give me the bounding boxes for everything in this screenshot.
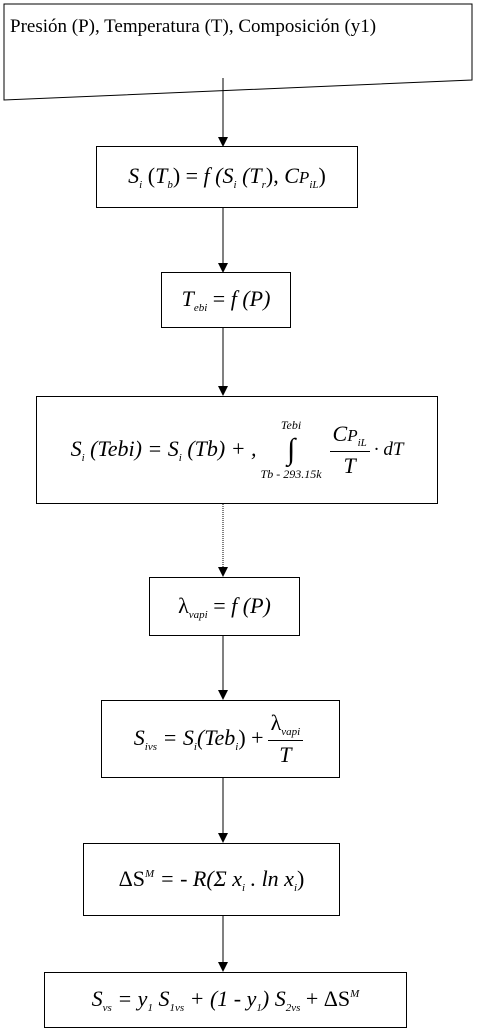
entropy-at-boiling-box: Si (Tb) = f (Si (Tr), CPiL) <box>96 146 358 208</box>
box5-fraction: λvapi T <box>267 709 304 767</box>
box3-den: T <box>343 452 356 478</box>
box5-num-lambda: λ <box>270 709 282 735</box>
integral-symbol: ∫ <box>286 433 296 466</box>
box7-sub-1: 1 <box>147 1002 153 1014</box>
box3-lhs2: (Tebi) = S <box>84 436 179 461</box>
box5-S: S <box>133 725 145 750</box>
boiling-temperature-box: Tebi = f (P) <box>161 272 291 328</box>
box7-equation: Svs = y1 S1vs + (1 - y1) S2vs + ΔSM <box>92 986 360 1014</box>
box6-sub-i2: i <box>293 881 298 894</box>
input-label: Presión (P), Temperatura (T), Composició… <box>10 16 377 37</box>
box5-mid3: ) + <box>238 725 264 750</box>
box1-sub-b: b <box>167 179 173 191</box>
integral-sign: Tebi ∫ Tb - 293.15k <box>261 418 322 482</box>
box4-sub: vapi <box>188 608 208 621</box>
box1-lp1: ( <box>142 163 156 188</box>
box2-equation: Tebi = f (P) <box>182 286 271 314</box>
box7-sub-1b: 1 <box>256 1002 262 1014</box>
box3-fraction: CPiL T <box>329 420 370 478</box>
box3-lhs3: (Tb) + , <box>181 436 257 461</box>
box1-sub-i: i <box>139 179 143 191</box>
box7-sub-2vs: 2vs <box>285 1002 301 1014</box>
box7-s2: ) S <box>261 986 286 1011</box>
entropy-integral-box: Si (Tebi) = Si (Tb) + , Tebi ∫ Tb - 293.… <box>36 396 438 504</box>
box7-s1: S <box>152 986 170 1011</box>
mixing-entropy-box: ΔSM = - R(Σ xi . ln xi) <box>83 843 340 916</box>
box6-end: ) <box>297 865 305 891</box>
box5-sub: ivs <box>144 741 158 753</box>
box1-rp2: ), <box>265 163 285 188</box>
box3-num-sub: iL <box>357 436 367 449</box>
box5-sub-i: i <box>193 741 197 753</box>
box5-sub-i2: i <box>235 741 239 753</box>
box1-rp1: ) = <box>172 163 204 188</box>
total-entropy-box: Svs = y1 S1vs + (1 - y1) S2vs + ΔSM <box>44 972 407 1028</box>
box6-sup: M <box>145 867 155 880</box>
box2-eq: = <box>207 286 231 311</box>
box3-sub-i: i <box>81 452 85 464</box>
box5-equation: Sivs = Si(Tebi) + λvapi T <box>133 709 307 767</box>
box2-T: T <box>181 286 194 311</box>
box7-sub-1vs: 1vs <box>169 1002 185 1014</box>
box6-sub-i: i <box>242 881 246 894</box>
box4-lambda: λ <box>178 592 189 618</box>
box1-mid: (S <box>209 163 234 188</box>
box7-S: S <box>91 986 103 1011</box>
box7-sup: M <box>350 988 360 1000</box>
input-shape <box>3 3 473 101</box>
box3-num-P: P <box>347 425 358 445</box>
box4-rest: (P) <box>237 592 271 618</box>
box7-sub-vs: vs <box>102 1002 112 1014</box>
box3-sub-i2: i <box>178 452 182 464</box>
vapor-entropy-box: Sivs = Si(Tebi) + λvapi T <box>101 700 340 778</box>
box3-num-C: C <box>332 420 348 446</box>
box1-S: S <box>128 163 140 188</box>
box1-rp3: ) <box>318 163 326 188</box>
box5-mid2: (Teb <box>196 725 236 750</box>
box2-rest: (P) <box>236 286 271 311</box>
box6-mid: = - R(Σ x <box>154 865 242 891</box>
box1-C: C <box>284 163 299 188</box>
box7-plus2: + ΔS <box>300 986 351 1011</box>
box6-mid2: . ln x <box>245 865 294 891</box>
box5-den: T <box>279 741 292 767</box>
box3-equation: Si (Tebi) = Si (Tb) + , Tebi ∫ Tb - 293.… <box>71 418 404 482</box>
box1-lp2: (T <box>236 163 262 188</box>
box2-sub: ebi <box>193 302 208 314</box>
box5-mid: = S <box>157 725 194 750</box>
box7-mid: = y <box>111 986 148 1011</box>
box7-plus: + (1 - y <box>184 986 257 1011</box>
box4-f: f <box>231 592 238 618</box>
box4-equation: λvapi = f (P) <box>178 593 271 621</box>
box1-f: f <box>203 163 210 188</box>
box2-f: f <box>230 286 237 311</box>
box3-tail: · dT <box>373 439 404 460</box>
integral-lower-limit: Tb - 293.15k <box>260 467 322 481</box>
box1-P: P <box>298 168 310 187</box>
box6-delta: ΔS <box>118 865 146 891</box>
box1-sub-i2: i <box>233 179 237 191</box>
box6-equation: ΔSM = - R(Σ xi . ln xi) <box>119 866 305 894</box>
box1-sub-iL: iL <box>309 179 319 191</box>
box3-lhs: S <box>70 436 82 461</box>
box5-num-sub: vapi <box>281 725 301 738</box>
box4-eq: = <box>207 592 232 618</box>
vaporization-heat-box: λvapi = f (P) <box>149 577 300 636</box>
box1-sub-r: r <box>261 179 266 191</box>
box1-T: T <box>155 163 168 188</box>
integral-upper-limit: Tebi <box>280 418 302 432</box>
box1-equation: Si (Tb) = f (Si (Tr), CPiL) <box>128 163 326 191</box>
